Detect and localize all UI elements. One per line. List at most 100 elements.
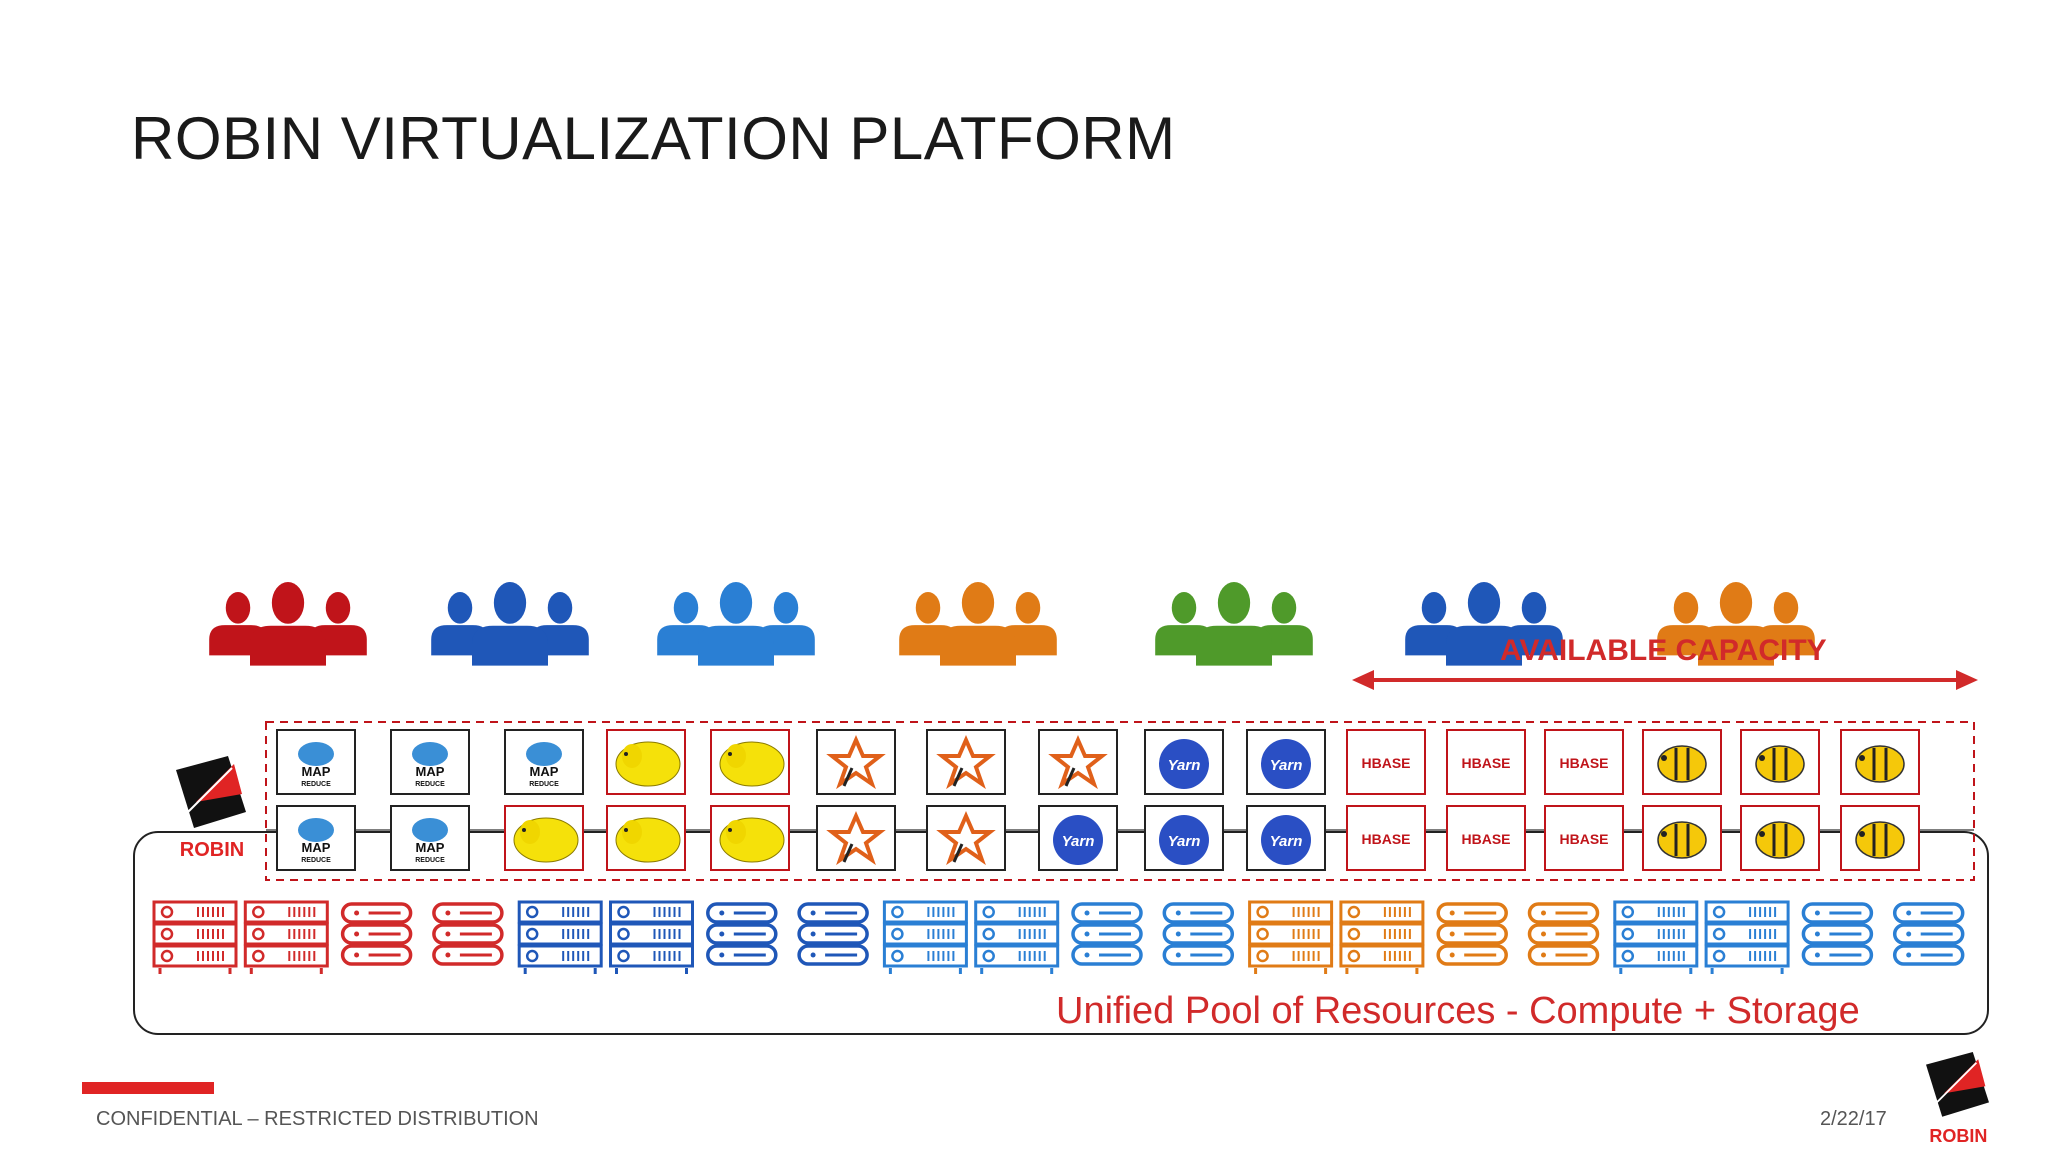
mapreduce-tile: MAP REDUCE [276,729,356,795]
svg-text:MAP: MAP [416,764,445,779]
slide-title: ROBIN VIRTUALIZATION PLATFORM [131,105,1176,172]
hive-bee-icon [1657,821,1707,859]
hive-bee-icon [1755,821,1805,859]
user-groups [209,582,1815,666]
svg-text:REDUCE: REDUCE [415,857,445,864]
server-rack-icon [1339,900,1425,974]
storage-drive-icon [797,902,869,966]
svg-text:HBASE: HBASE [1559,755,1608,771]
spark-tile [1038,729,1118,795]
svg-text:HBASE: HBASE [1461,831,1510,847]
robin-logo-text: ROBIN [180,839,244,861]
storage-drive-icon [1527,902,1600,966]
mapreduce-icon [298,742,334,766]
server-rack-icon [517,900,603,974]
storage-drive-icon [1436,902,1508,966]
svg-text:Yarn: Yarn [1270,757,1303,774]
available-capacity-label: AVAILABLE CAPACITY [1500,634,1827,667]
yarn-tile: Yarn [1246,805,1326,871]
hive-bee-icon [1657,745,1707,783]
spark-tile [816,805,896,871]
spark-star-icon [826,735,886,790]
hive-tile [1740,729,1820,795]
footer-date: 2/22/17 [1820,1108,1887,1130]
storage-drive-icon [340,902,413,966]
users-icon [1155,582,1313,666]
capacity-arrow [1352,670,1978,690]
storage-drive-icon [1162,902,1235,966]
hbase-tile: HBASE [1544,729,1624,795]
unified-pool-label: Unified Pool of Resources - Compute + St… [1056,990,1860,1032]
svg-text:MAP: MAP [302,764,331,779]
server-rack-icon [1613,900,1699,974]
storage-drive-icon [1892,902,1965,966]
svg-text:HBASE: HBASE [1559,831,1608,847]
server-rack-icon [609,900,694,974]
mapreduce-icon [298,818,334,842]
spark-star-icon [936,735,996,790]
users-icon [1657,582,1815,666]
users-icon [899,582,1057,666]
spark-tile [926,729,1006,795]
capacity-arrow-line [1352,670,1978,690]
mapreduce-icon [412,818,448,842]
svg-text:MAP: MAP [302,840,331,855]
hadoop-tile [710,729,790,795]
hive-bee-icon [1855,821,1905,859]
yarn-ball-icon [1053,815,1103,865]
users-icon [657,582,815,666]
yarn-ball-icon [1159,739,1209,789]
users-icon [431,582,589,666]
hive-tile [1840,805,1920,871]
hive-bee-icon [1755,745,1805,783]
server-rack-icon [974,900,1060,974]
mapreduce-tile: MAP REDUCE [390,805,470,871]
hbase-tile: HBASE [1346,805,1426,871]
footer-confidential: CONFIDENTIAL – RESTRICTED DISTRIBUTION [96,1108,539,1130]
svg-text:REDUCE: REDUCE [301,781,331,788]
hbase-tile: HBASE [1544,805,1624,871]
hive-tile [1740,805,1820,871]
yarn-ball-icon [1261,739,1311,789]
svg-text:MAP: MAP [416,840,445,855]
robin-logos: ROBIN ROBIN [176,756,1989,1146]
spark-tile [926,805,1006,871]
server-rack-icon [1248,900,1334,974]
storage-drive-icon [1801,902,1874,966]
storage-drive-icon [1071,902,1143,966]
svg-text:REDUCE: REDUCE [529,781,559,788]
hadoop-tile [504,805,584,871]
yarn-tile: Yarn [1246,729,1326,795]
robin-logo-text: ROBIN [1929,1126,1987,1146]
svg-text:Yarn: Yarn [1062,833,1095,850]
server-row [152,900,1965,974]
svg-text:Yarn: Yarn [1270,833,1303,850]
hadoop-tile [606,729,686,795]
server-rack-icon [1704,900,1790,974]
robin-logo: ROBIN [1926,1052,1989,1146]
server-rack-icon [152,900,238,974]
footer-accent-bar [82,1082,214,1094]
storage-drive-icon [706,902,778,966]
spark-tile [816,729,896,795]
yarn-ball-icon [1261,815,1311,865]
yarn-tile: Yarn [1038,805,1118,871]
mapreduce-icon [412,742,448,766]
svg-text:Yarn: Yarn [1168,833,1201,850]
hive-tile [1642,729,1722,795]
server-rack-icon [243,900,329,974]
svg-text:HBASE: HBASE [1361,755,1410,771]
users-icon [1405,582,1563,666]
svg-text:Yarn: Yarn [1168,757,1201,774]
hive-tile [1642,805,1722,871]
hbase-tile: HBASE [1446,729,1526,795]
svg-text:HBASE: HBASE [1461,755,1510,771]
hbase-tile: HBASE [1346,729,1426,795]
spark-star-icon [936,811,996,866]
yarn-ball-icon [1159,815,1209,865]
